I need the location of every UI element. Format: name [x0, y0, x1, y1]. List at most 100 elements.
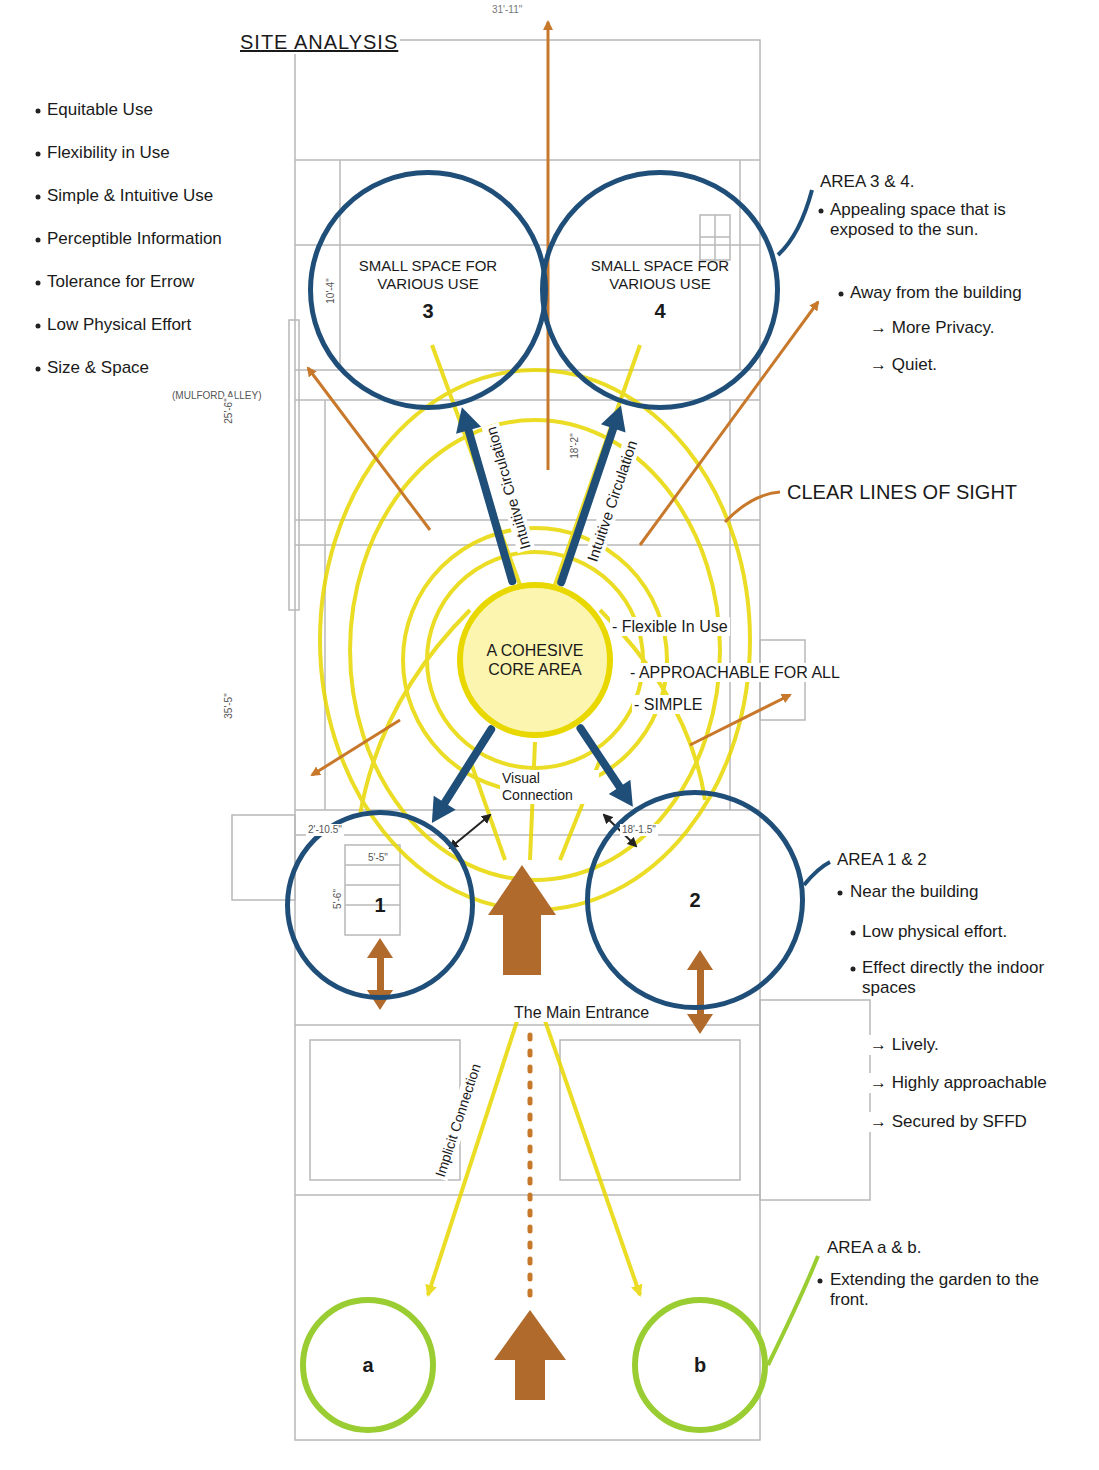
edge-label: Intuitive Circulation [582, 436, 641, 566]
circle-shape [303, 1300, 433, 1430]
plan-line [739, 160, 741, 370]
annotation-heading: AREA 3 & 4. [818, 172, 917, 192]
bullet [838, 891, 843, 896]
sight-lines [320, 345, 750, 1295]
alley-wall [289, 320, 299, 610]
leader-line [778, 190, 812, 255]
visual-arrows [450, 815, 636, 848]
window-bar [700, 236, 730, 238]
plan-line [295, 159, 760, 161]
orange-arrows [308, 22, 818, 1300]
leader-line [725, 492, 780, 522]
circle-outline [457, 582, 613, 738]
access-arrow [367, 938, 393, 958]
annotation-heading: AREA 1 & 2 [835, 850, 929, 870]
visual-arrow [450, 815, 490, 848]
plan-line [339, 160, 341, 370]
principle-item: Tolerance for Errow [45, 272, 196, 292]
principle-item: Perceptible Information [45, 229, 224, 249]
annotation-heading: CLEAR LINES OF SIGHT [785, 480, 1019, 504]
edge-label: Intuitive Circulation [481, 423, 535, 554]
circle-text-group: 1 [350, 893, 410, 917]
principle-item: Size & Space [45, 358, 151, 378]
diagram-title: SITE ANALYSIS [238, 30, 400, 54]
dimension: 35'-5" [223, 691, 235, 720]
annotation-note: Near the building [848, 882, 981, 902]
leader-line [804, 862, 830, 885]
annotation-note: Effect directly the indoor spaces [860, 958, 1064, 999]
core-note: - APPROACHABLE FOR ALL [628, 663, 842, 682]
circulation-arrow [432, 729, 491, 823]
plan-bump [760, 1000, 870, 1200]
plan-line [295, 399, 760, 401]
core-note: - Flexible In Use [610, 617, 730, 636]
arrow-head [601, 406, 626, 433]
street-name: (MULFORD ALLEY) [170, 390, 263, 402]
area-number: 4 [654, 299, 665, 323]
access-arrow [377, 955, 384, 995]
annotation-note: Away from the building [848, 283, 1024, 303]
garden-circle: b [632, 1297, 768, 1433]
annotation-heading: AREA a & b. [825, 1238, 924, 1258]
core-note: - SIMPLE [632, 695, 704, 714]
area-name: SMALL SPACE FOR VARIOUS USE [353, 257, 503, 293]
dimension: 2'-10.5" [306, 824, 344, 836]
implicit-line [428, 1012, 520, 1295]
annotation-note: Low physical effort. [860, 922, 1009, 942]
principle-item: Flexibility in Use [45, 143, 172, 163]
axis-dashes [528, 1035, 533, 1300]
dimension: 18'-2" [569, 431, 581, 460]
circle-shape [543, 173, 778, 408]
leader-lines [768, 190, 830, 1365]
dimension: 5'-5" [366, 852, 390, 864]
sight-line [600, 610, 705, 800]
view-arrow [640, 302, 818, 545]
bullet [851, 931, 856, 936]
arrow-head [432, 796, 456, 823]
circle-text-group: A COHESIVE CORE AREA [475, 641, 595, 679]
dimension: 31'-11" [490, 4, 524, 16]
area-number: 3 [422, 299, 433, 323]
circle-text-group: 2 [665, 888, 725, 912]
view-arrow [312, 720, 400, 775]
principle-item: Equitable Use [45, 100, 155, 120]
stair-step [345, 884, 400, 886]
connection-note: Visual Connection [500, 770, 599, 804]
annotation-note: → Secured by SFFD [868, 1112, 1029, 1132]
plan-line [295, 244, 760, 246]
sight-ring [427, 552, 643, 768]
area-circle: 2 [585, 790, 805, 1010]
floor-plan [232, 40, 870, 1440]
sight-ring [320, 370, 750, 910]
small-space-circle: SMALL SPACE FOR VARIOUS USE 3 [308, 170, 548, 410]
area-number: 1 [374, 893, 385, 917]
access-arrow [687, 950, 713, 970]
bullet-dots [36, 109, 856, 1284]
circle-shape [635, 1300, 765, 1430]
circle-shape [288, 813, 473, 998]
circulation-line [441, 729, 491, 808]
principle-item: Simple & Intuitive Use [45, 186, 215, 206]
plan-line [295, 809, 760, 811]
plan-outline [295, 40, 760, 1440]
arrow-head [456, 407, 481, 434]
leader-line [768, 1256, 818, 1365]
garden-circle: a [300, 1297, 436, 1433]
annotation-note: → Lively. [868, 1035, 941, 1055]
bullet [36, 152, 41, 157]
entrance-label: The Main Entrance [512, 1003, 651, 1022]
bullet [36, 109, 41, 114]
stair-step [345, 904, 400, 906]
bullet [36, 324, 41, 329]
view-arrow [690, 695, 790, 745]
plan-bump [232, 815, 295, 900]
dimension: 18'-1.5" [620, 824, 658, 836]
dimension: 25'-6" [223, 396, 235, 425]
area-number: b [694, 1353, 706, 1377]
dimension: 5'-6" [332, 887, 344, 911]
bullet [818, 1279, 823, 1284]
annotation-note: → Highly approachable [868, 1073, 1049, 1093]
window [700, 215, 730, 260]
annotation-note: Appealing space that is exposed to the s… [828, 200, 1062, 241]
